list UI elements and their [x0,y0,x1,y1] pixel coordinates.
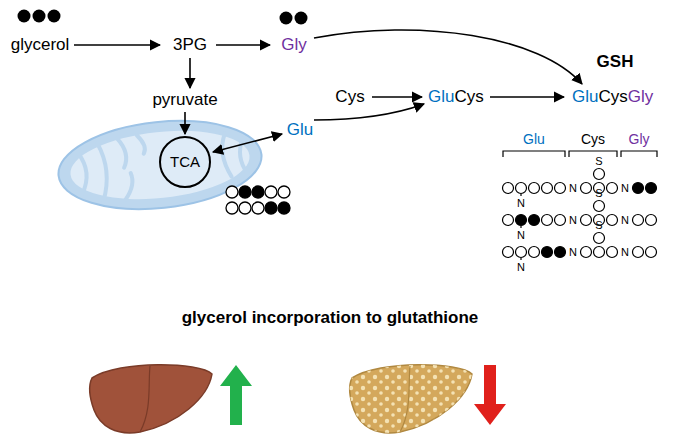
decrease-arrow [474,365,506,425]
glutathione-isotopologues [503,169,657,261]
atom-label: S [595,219,602,232]
figure-title: glycerol incorporation to glutathione [182,308,479,328]
mitochondrion [54,112,266,219]
metabolite-label: Gly [281,35,307,55]
atom-label: N [517,261,525,274]
atom-label: N [517,229,525,242]
atom-label: N [621,246,629,259]
atom-label: S [595,155,602,168]
atom-label: N [621,182,629,195]
residue-label: Gly [629,131,650,147]
fatty-liver [350,365,472,433]
atom-label: N [569,182,577,195]
glutamate-isotopologues [226,186,290,214]
formula-part: Cys [454,87,483,107]
metabolite-label: pyruvate [152,90,217,110]
carbon-label-dots [18,10,308,25]
metabolite-label: Glu [287,120,313,140]
atom-label: N [569,246,577,259]
residue-brackets [503,151,657,157]
metabolite-label: glycerol [11,35,70,55]
metabolite-label: 3PG [173,35,207,55]
formula-part: Gly [628,87,654,107]
atom-label: N [621,214,629,227]
residue-label: Glu [523,131,545,147]
product-label: GSH [597,52,634,72]
reaction-arrows [74,30,582,152]
formula-part: Glu [572,87,598,107]
formula-part: Glu [428,87,454,107]
healthy-liver [90,365,212,433]
tca-cycle-circle: TCA [159,136,211,188]
atom-label: S [595,187,602,200]
atom-label: N [517,197,525,210]
metabolite-label: Cys [335,87,364,107]
atom-label: N [569,214,577,227]
increase-arrow [220,365,252,425]
residue-label: Cys [581,131,605,147]
node-text: TCA [170,154,200,171]
formula-part: Cys [598,87,627,107]
